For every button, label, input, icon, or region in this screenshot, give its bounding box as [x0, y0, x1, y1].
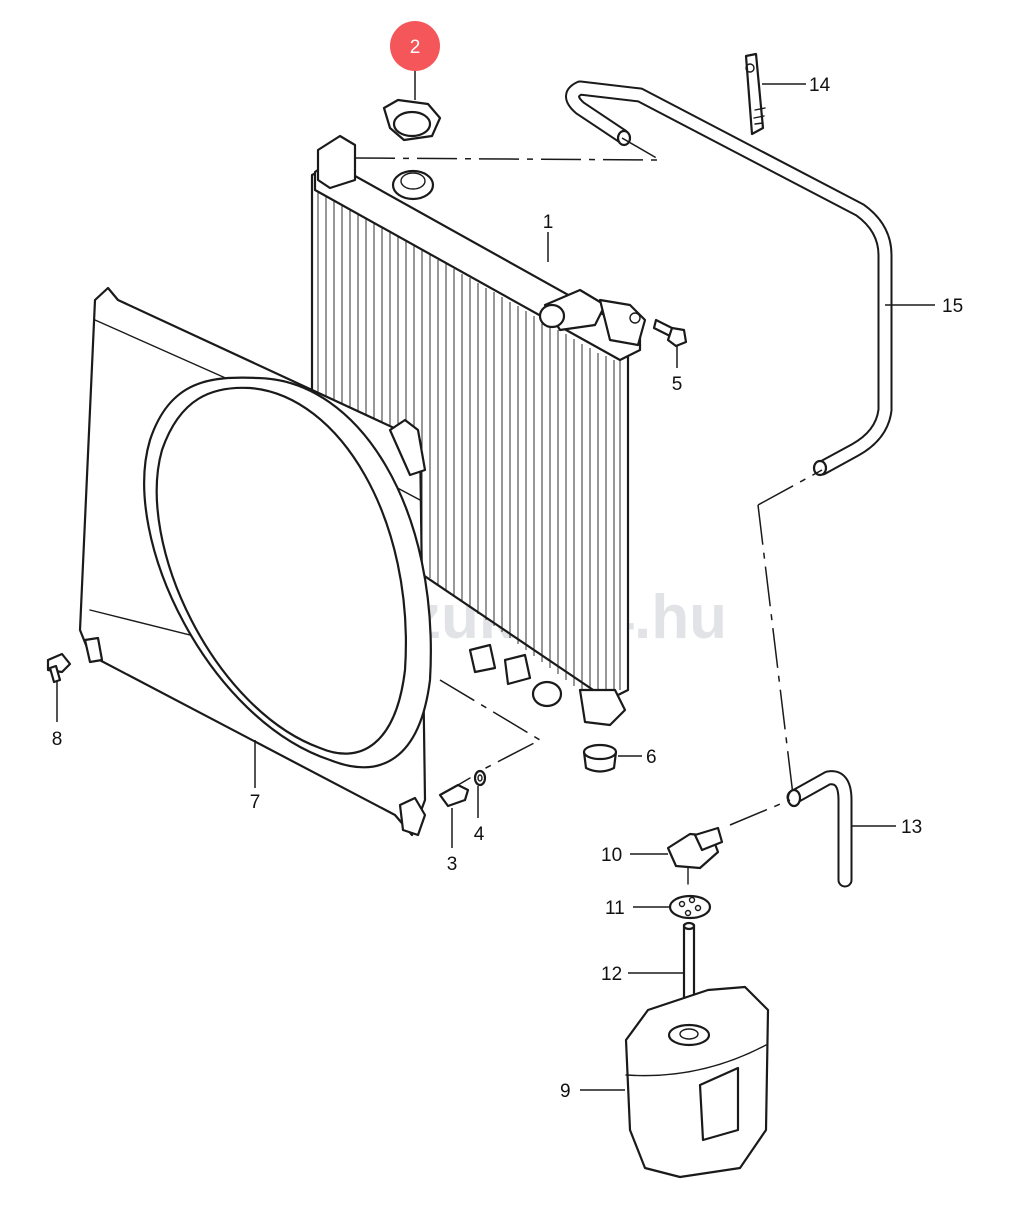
- cushion-6[interactable]: [582, 743, 618, 773]
- callout-13[interactable]: 13: [901, 817, 922, 838]
- reservoir-tank[interactable]: [624, 985, 770, 1179]
- callout-2-highlight[interactable]: 2: [390, 21, 440, 71]
- reservoir-hose[interactable]: [786, 770, 853, 888]
- radiator-cap[interactable]: [382, 98, 442, 142]
- callout-2-badge: [390, 21, 440, 71]
- seal-11[interactable]: [668, 894, 712, 920]
- fan-shroud[interactable]: [78, 286, 432, 837]
- hose-clamp[interactable]: [744, 52, 766, 136]
- callout-1[interactable]: 1: [543, 212, 554, 233]
- callout-12[interactable]: 12: [601, 964, 622, 985]
- callout-14[interactable]: 14: [809, 75, 831, 96]
- callout-11[interactable]: 11: [605, 898, 625, 919]
- callout-6[interactable]: 6: [646, 747, 657, 768]
- inlet-fitting-10[interactable]: [666, 826, 724, 885]
- callout-8[interactable]: 8: [52, 729, 63, 750]
- assembly-lines: [354, 137, 823, 826]
- callout-10[interactable]: 10: [601, 845, 622, 866]
- bolt-8[interactable]: [46, 652, 72, 684]
- callout-5[interactable]: 5: [672, 374, 683, 395]
- callout-3[interactable]: 3: [447, 854, 458, 875]
- callout-labels: 2 1 3 4 5 6 7 8 9 10 11 12 13 14 15: [52, 21, 963, 1102]
- callout-7[interactable]: 7: [250, 792, 261, 813]
- bolt-5[interactable]: [652, 318, 688, 348]
- callout-15[interactable]: 15: [942, 296, 963, 317]
- callout-9[interactable]: 9: [560, 1081, 571, 1102]
- callout-2: 2: [410, 37, 421, 58]
- gasket-4[interactable]: [473, 769, 487, 787]
- drain-plug[interactable]: [438, 777, 471, 808]
- callout-4[interactable]: 4: [474, 824, 485, 845]
- leader-lines: [56, 70, 935, 1091]
